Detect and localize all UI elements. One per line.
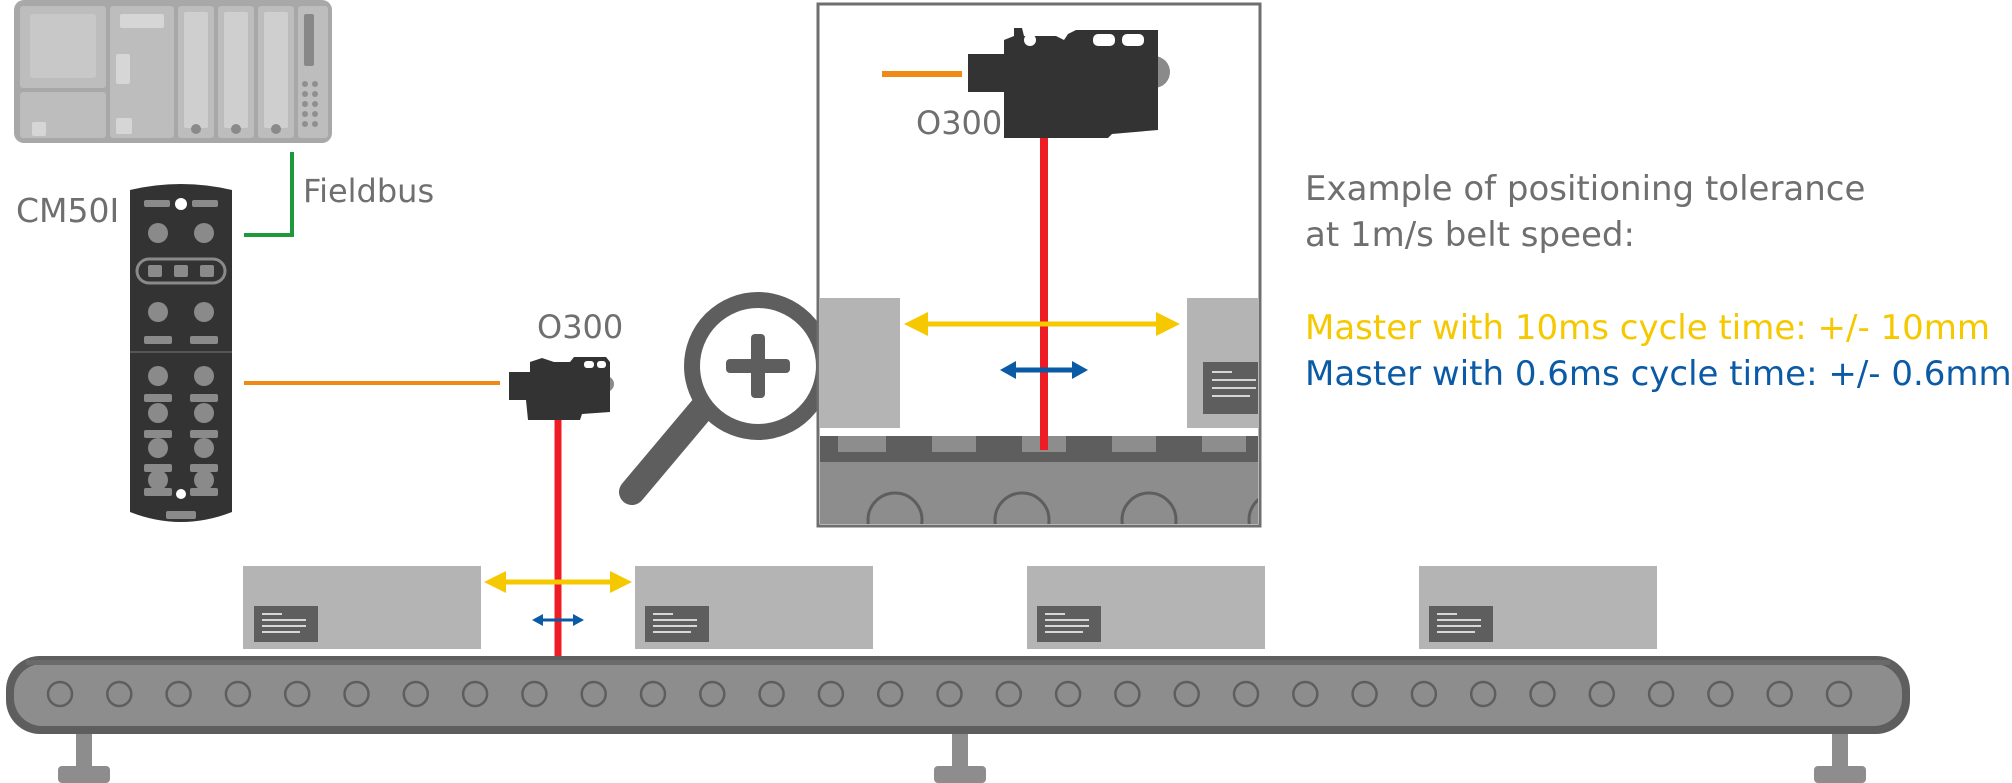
belt-roller — [461, 680, 489, 708]
belt-roller — [343, 680, 370, 708]
plc-rack — [14, 0, 332, 143]
belt-roller — [1529, 680, 1556, 708]
box-1 — [243, 566, 481, 649]
belt-roller — [1114, 680, 1141, 708]
fieldbus-cable — [244, 152, 294, 237]
sensor-o300-main — [509, 357, 614, 656]
belt-roller — [1351, 680, 1378, 708]
conveyor-belt — [6, 656, 1910, 783]
tolerance-info: Example of positioning tolerance at 1m/s… — [1305, 166, 2012, 397]
zoom-in-magnifier-icon — [619, 292, 832, 505]
info-spacer — [1305, 258, 2012, 305]
belt-roller — [1173, 680, 1200, 708]
belt-roller — [1054, 680, 1082, 708]
fieldbus-label: Fieldbus — [303, 172, 435, 210]
belt-roller — [46, 680, 74, 708]
zoom-detail-view — [816, 2, 1262, 528]
sensor-zoom-label: O300 — [916, 104, 1003, 142]
belt-roller — [1766, 680, 1793, 708]
belt-roller — [1469, 680, 1497, 708]
controller-label: CM50I — [16, 191, 120, 230]
belt-roller — [817, 680, 845, 708]
belt-roller — [758, 680, 785, 708]
belt-roller — [165, 680, 192, 708]
info-heading-line-2: at 1m/s belt speed: — [1305, 215, 1635, 255]
belt-roller — [1410, 680, 1438, 708]
belt-roller — [876, 680, 904, 708]
belt-roller — [402, 680, 430, 708]
box-3 — [1027, 566, 1265, 649]
belt-roller — [224, 680, 252, 708]
belt-roller — [1588, 680, 1616, 708]
belt-roller — [1292, 680, 1319, 708]
io-link-master-device — [130, 184, 232, 522]
tolerance-arrow-yellow-main — [484, 571, 632, 593]
belt-roller — [936, 680, 963, 708]
belt-roller — [639, 680, 667, 708]
belt-roller — [1707, 680, 1734, 708]
belt-roller — [1825, 680, 1853, 708]
belt-roller — [580, 680, 607, 708]
info-blue-tolerance: Master with 0.6ms cycle time: +/- 0.6mm — [1305, 354, 2012, 394]
belt-roller — [283, 680, 311, 708]
belt-roller — [1647, 680, 1675, 708]
belt-roller — [699, 680, 726, 708]
belt-roller — [1232, 680, 1260, 708]
conveyor-positioning-diagram — [6, 0, 1910, 783]
sensor-main-label: O300 — [537, 308, 624, 346]
tolerance-arrow-blue-main — [532, 614, 584, 626]
belt-roller — [995, 680, 1023, 708]
box-2 — [635, 566, 873, 649]
box-4 — [1419, 566, 1657, 649]
belt-roller — [521, 680, 548, 708]
belt-roller — [106, 680, 133, 708]
info-yellow-tolerance: Master with 10ms cycle time: +/- 10mm — [1305, 308, 1991, 348]
info-heading-line-1: Example of positioning tolerance — [1305, 169, 1866, 209]
